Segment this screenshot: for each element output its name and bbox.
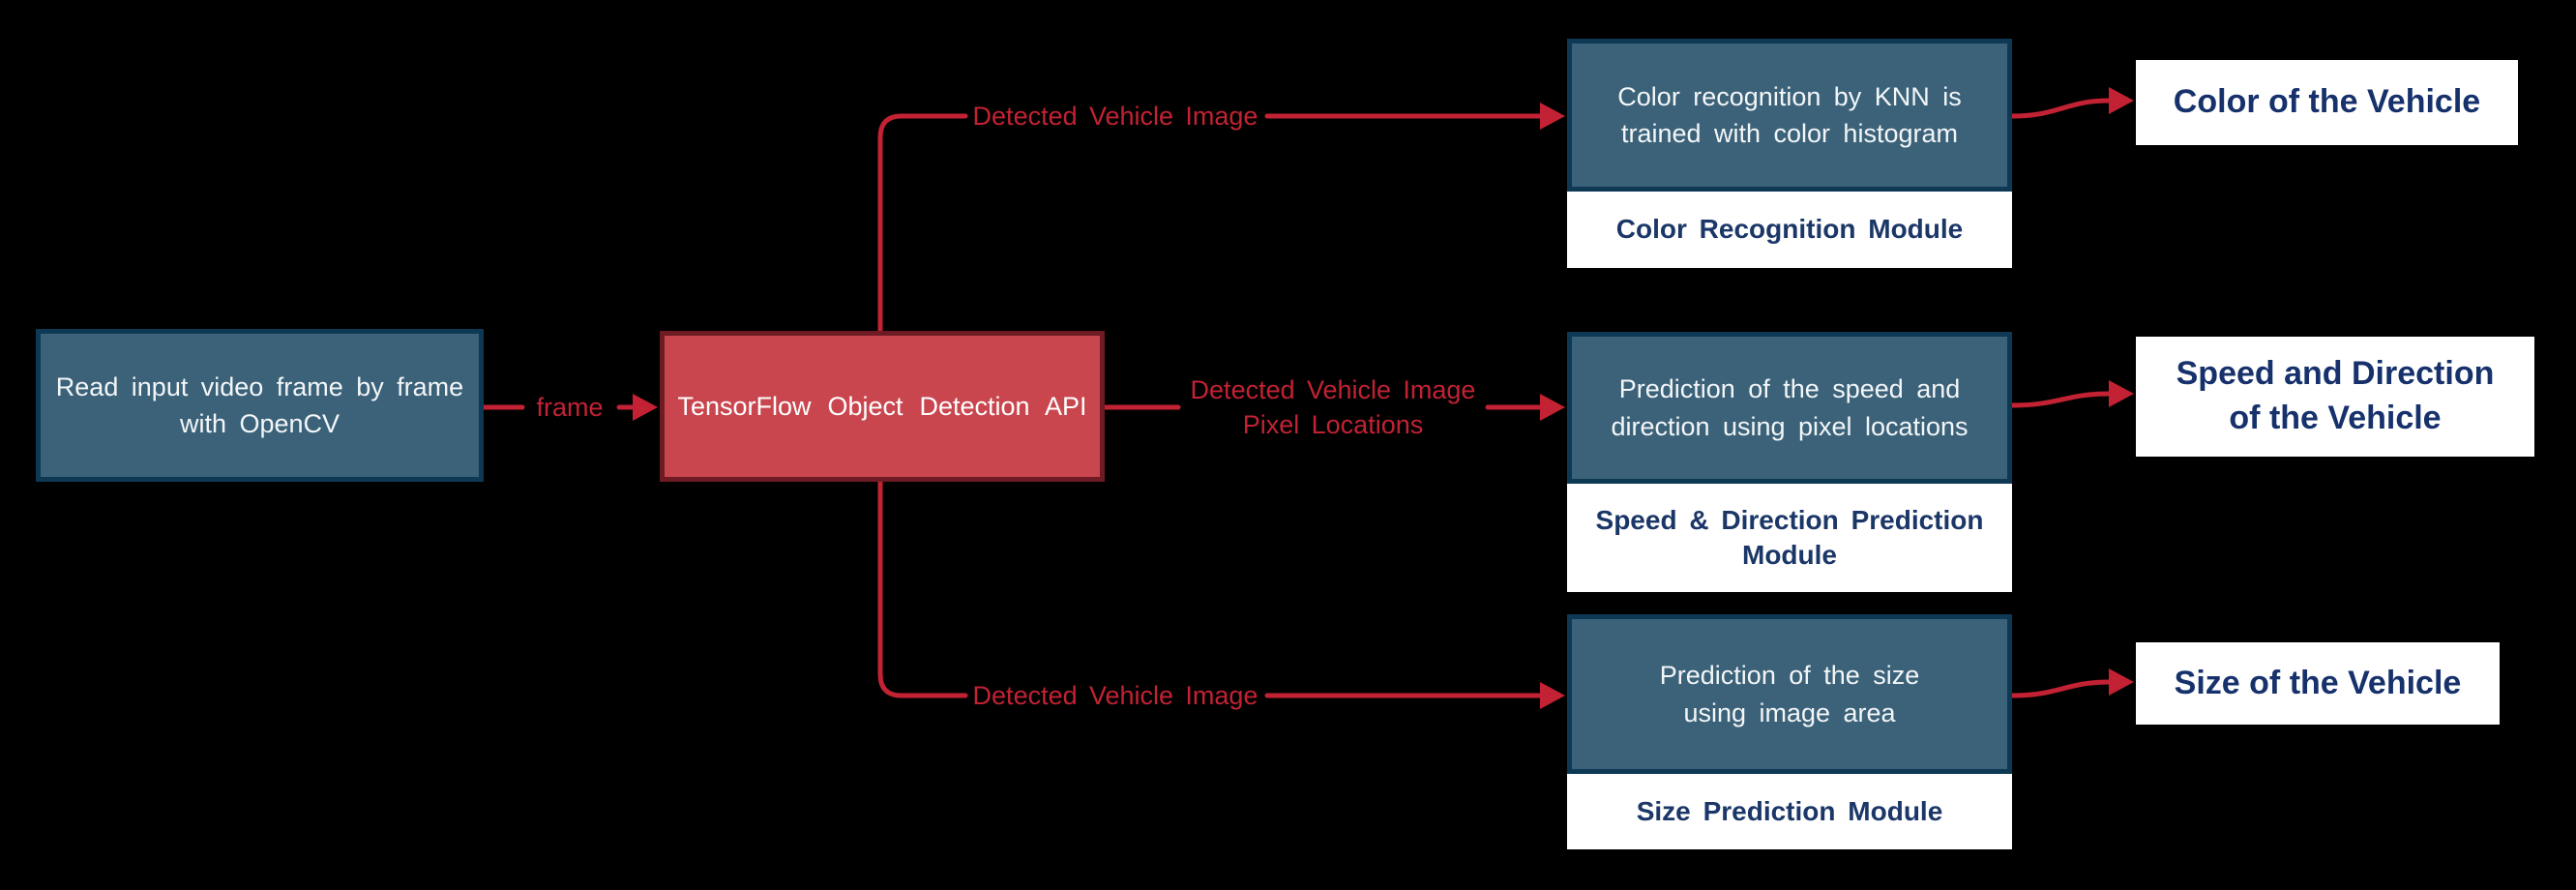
edge-label-middle: Detected Vehicle Image Pixel Locations: [1169, 372, 1497, 443]
edge-label-middle-line1: Detected Vehicle Image: [1190, 375, 1476, 404]
arrowhead-into-size-output: [2109, 668, 2134, 696]
size-output-node: Size of the Vehicle: [2136, 642, 2500, 725]
color-output-node: Color of the Vehicle: [2136, 60, 2518, 145]
edge-label-bottom: Detected Vehicle Image: [972, 681, 1258, 710]
api-node-label: TensorFlow Object Detection API: [677, 391, 1087, 421]
api-node: TensorFlow Object Detection API: [660, 331, 1105, 482]
speed-module-line1: Prediction of the speed and: [1618, 374, 1961, 404]
size-module-node: Prediction of the size using image area: [1567, 614, 2012, 774]
arrowhead-into-color-module: [1540, 103, 1565, 130]
size-module-caption-line1: Size Prediction Module: [1636, 795, 1943, 826]
speed-module-caption: Speed & Direction Prediction Module: [1567, 484, 2012, 592]
color-module-caption-line1: Color Recognition Module: [1615, 214, 1964, 245]
arrowhead-into-api: [633, 394, 658, 421]
speed-module-caption-line2: Module: [1742, 540, 1837, 570]
color-module-line2: trained with color histogram: [1621, 119, 1958, 148]
input-node: Read input video frame by frame with Ope…: [36, 329, 484, 482]
input-node-line1: Read input video frame by frame: [55, 371, 464, 401]
speed-module-node: Prediction of the speed and direction us…: [1567, 332, 2012, 484]
size-output-line1: Size of the Vehicle: [2174, 664, 2462, 701]
color-module-node: Color recognition by KNN is trained with…: [1567, 39, 2012, 192]
arrowhead-into-size-module: [1540, 682, 1565, 709]
edge-color-output: [2009, 98, 2112, 119]
speed-output-line1: Speed and Direction: [2176, 355, 2495, 393]
edge-size-output: [2009, 679, 2112, 698]
edge-top-branch: [877, 113, 968, 334]
color-module-caption: Color Recognition Module: [1567, 192, 2012, 268]
size-module-line2: using image area: [1683, 697, 1896, 727]
speed-module-line2: direction using pixel locations: [1611, 411, 1969, 441]
size-module-caption: Size Prediction Module: [1567, 774, 2012, 849]
speed-output-node: Speed and Direction of the Vehicle: [2136, 337, 2534, 457]
arrowhead-into-speed-module: [1540, 394, 1565, 421]
arrowhead-into-speed-output: [2109, 380, 2134, 407]
input-node-line2: with OpenCV: [179, 409, 340, 438]
edge-bottom-branch: [877, 479, 968, 698]
edge-label-frame: frame: [536, 393, 604, 422]
color-output-line1: Color of the Vehicle: [2173, 83, 2481, 121]
size-module-line1: Prediction of the size: [1659, 661, 1920, 691]
edge-label-middle-line2: Pixel Locations: [1242, 410, 1424, 440]
arrowhead-into-color-output: [2109, 87, 2134, 114]
color-module-line1: Color recognition by KNN is: [1617, 81, 1962, 111]
edge-label-top: Detected Vehicle Image: [972, 102, 1258, 131]
edge-speed-output: [2009, 391, 2112, 408]
speed-output-line2: of the Vehicle: [2229, 400, 2442, 436]
speed-module-caption-line1: Speed & Direction Prediction: [1595, 504, 1984, 535]
